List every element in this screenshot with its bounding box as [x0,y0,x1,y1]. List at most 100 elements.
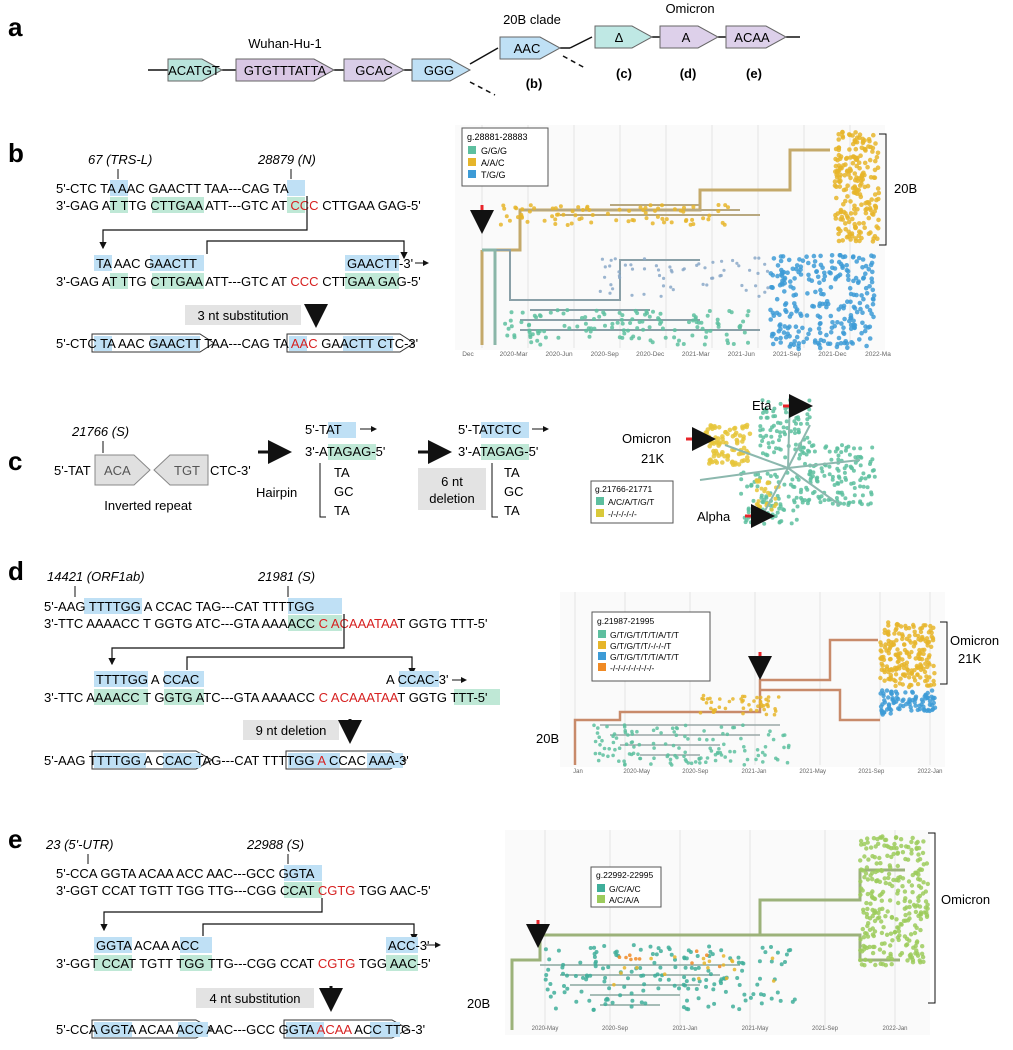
tree-tip [916,852,921,857]
tree-tip [596,758,601,763]
tree-tip [617,759,621,763]
tree-tip [658,311,663,316]
tree-tip [835,157,840,163]
tree-tip [754,284,758,288]
tree-tip [711,441,717,446]
tree-tip [607,747,611,751]
tree-tip [714,451,720,456]
tree-tip [711,710,716,714]
tree-tip [876,190,882,196]
tree-tip [730,958,734,963]
tree-tip [622,966,627,970]
tree-tip [649,956,653,961]
tree-tip [671,288,675,292]
tree-tip [853,211,858,216]
tree-tip [525,219,530,224]
axis-tick-label: Jan [573,769,583,775]
tree-tip [544,973,549,977]
tree-tip [927,675,932,680]
tree-tip [681,342,686,346]
tree-tip [868,144,873,150]
tree-tip [910,689,915,694]
tree-tip [839,479,844,484]
tree-tip [853,224,858,230]
svg-text:g.21987-21995: g.21987-21995 [597,616,654,626]
tree-tip [818,500,823,505]
tree-tip [910,890,915,895]
tree-tip [779,281,784,286]
tree-tip [851,278,856,284]
svg-text:TA: TA [504,465,520,480]
tree-tip [532,206,537,211]
svg-text:ACA: ACA [104,463,131,478]
tree-tip [870,950,876,956]
tree-tip [870,854,875,859]
axis-tick-label: 2020-May [532,1026,559,1032]
tree-tip [739,458,745,464]
tree-tip [770,341,776,347]
tree-tip [894,626,899,631]
tree-tip [817,330,823,336]
tree-tip [872,234,878,239]
tree-tip [879,656,884,661]
tree-tip [909,649,914,655]
svg-text:ACC-3': ACC-3' [388,938,430,953]
tree-tip [758,415,763,420]
tree-tip [583,321,588,326]
tree-tip [621,328,626,333]
axis-tick-label: 2020-May [623,769,650,775]
tree-tip [778,340,783,345]
tree-tip [931,678,936,684]
tree-tip [739,491,744,496]
tree-tip [826,497,831,502]
ref-d: (d) [680,66,697,81]
tree-tip [774,296,780,302]
tree-tip [856,255,862,261]
tree-tip [662,276,666,280]
tree-tip [603,323,607,328]
tree-tip [712,982,717,987]
tree-tip [706,1004,711,1009]
tree-tip [741,436,746,442]
tree-tip [903,690,908,695]
tree-tip [920,891,926,896]
tree-tip [895,891,900,896]
tree-tip [871,836,877,841]
tree-tip [656,268,661,272]
tree-tip [737,325,742,330]
tree-tip [801,445,806,450]
tree-tip [900,876,906,881]
tree-tip [609,283,613,287]
tree-tip [740,424,745,430]
svg-text:22988 (S): 22988 (S) [246,837,304,852]
tree-tip [584,328,589,333]
tree-tip [608,264,612,268]
tree-tip [848,199,853,204]
tree-tip [720,434,725,439]
tree-tip [799,496,803,500]
tree-tip [739,736,743,741]
tree-tip [818,253,823,259]
tree-tip [929,634,934,639]
tree-tip [605,211,610,216]
tree-tip [904,660,910,665]
tree-tip [834,184,839,189]
tree-tip [705,738,709,742]
tree-tip [876,196,881,202]
tree-tip [722,268,726,272]
tree-tip [610,321,615,326]
tree-tip [529,340,534,345]
tree-tip [847,166,853,172]
tree-tip [890,938,895,943]
tree-tip [697,976,701,981]
tree-tip [693,966,698,971]
tree-tip [548,982,553,986]
svg-text:3'-TTC AAAACC T GGTG ATC---GTA: 3'-TTC AAAACC T GGTG ATC---GTA AAAACC C … [44,690,488,705]
tree-tip [656,986,661,991]
tree-tip [764,407,769,412]
tree-tip [908,955,913,960]
tree-tip [907,638,912,643]
tree-tip [874,879,879,884]
tree-tip [865,934,871,939]
tree-tip [807,327,813,333]
